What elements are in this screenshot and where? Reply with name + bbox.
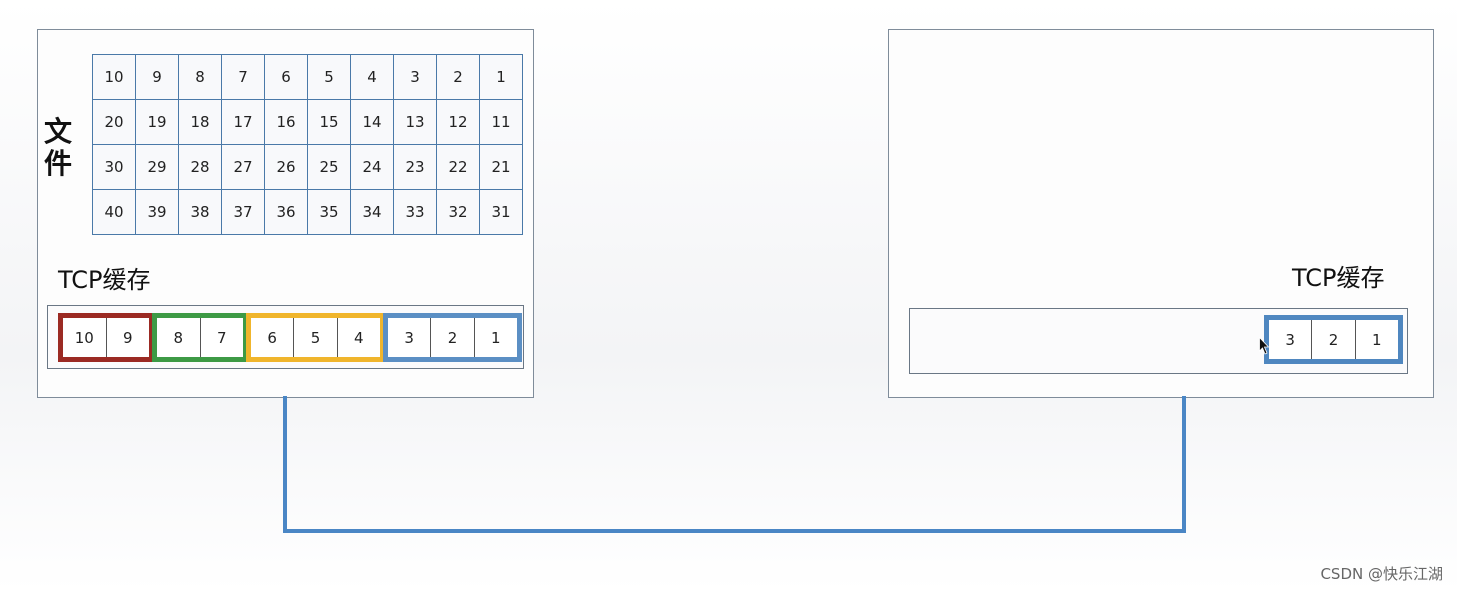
segment-byte: 6 [251, 318, 295, 357]
file-block: 27 [222, 145, 265, 190]
file-block: 11 [480, 100, 523, 145]
link-right-vertical [1182, 396, 1186, 533]
mouse-cursor-icon [1259, 337, 1269, 355]
file-block: 32 [437, 190, 480, 235]
file-block: 13 [394, 100, 437, 145]
segment-byte: 9 [122, 328, 133, 347]
file-block: 10 [93, 55, 136, 100]
file-block: 9 [136, 55, 179, 100]
watermark-text: CSDN @快乐江湖 [1320, 565, 1443, 583]
segment-byte: 1 [491, 328, 501, 347]
file-block: 3 [394, 55, 437, 100]
file-block: 33 [394, 190, 437, 235]
link-horizontal [283, 529, 1186, 533]
segment-byte: 3 [388, 318, 432, 357]
file-block: 21 [480, 145, 523, 190]
file-block: 34 [351, 190, 394, 235]
receiver-tcp-buffer-title: TCP缓存 [1292, 264, 1385, 292]
segment-byte: 2 [431, 318, 475, 357]
file-label: 文件 [44, 115, 73, 180]
file-block: 19 [136, 100, 179, 145]
file-block: 6 [265, 55, 308, 100]
file-block: 29 [136, 145, 179, 190]
file-block: 17 [222, 100, 265, 145]
file-block: 24 [351, 145, 394, 190]
segment-byte: 2 [1312, 320, 1356, 359]
sender-tcp-buffer-title: TCP缓存 [58, 266, 151, 294]
file-block: 15 [308, 100, 351, 145]
file-block: 1 [480, 55, 523, 100]
file-block: 8 [179, 55, 222, 100]
file-block: 40 [93, 190, 136, 235]
file-block: 20 [93, 100, 136, 145]
file-block: 2 [437, 55, 480, 100]
segment-byte: 3 [1269, 320, 1313, 359]
segment-byte: 10 [63, 318, 107, 357]
file-block: 12 [437, 100, 480, 145]
file-block: 25 [308, 145, 351, 190]
segment-byte: 7 [216, 328, 227, 347]
link-left-vertical [283, 396, 287, 533]
file-block: 26 [265, 145, 308, 190]
file-block: 39 [136, 190, 179, 235]
segment-byte: 4 [354, 328, 364, 347]
file-block: 35 [308, 190, 351, 235]
file-block: 4 [351, 55, 394, 100]
file-block: 37 [222, 190, 265, 235]
file-block: 38 [179, 190, 222, 235]
file-block: 22 [437, 145, 480, 190]
file-block: 18 [179, 100, 222, 145]
file-block: 7 [222, 55, 265, 100]
tcp-segment: 10 9 [58, 313, 154, 362]
file-block: 36 [265, 190, 308, 235]
file-block: 23 [394, 145, 437, 190]
file-block: 16 [265, 100, 308, 145]
file-block: 30 [93, 145, 136, 190]
file-block: 31 [480, 190, 523, 235]
segment-byte: 1 [1372, 330, 1382, 349]
segment-byte: 8 [157, 318, 201, 357]
segment-byte: 5 [294, 318, 338, 357]
file-block: 5 [308, 55, 351, 100]
file-block: 28 [179, 145, 222, 190]
file-block: 14 [351, 100, 394, 145]
